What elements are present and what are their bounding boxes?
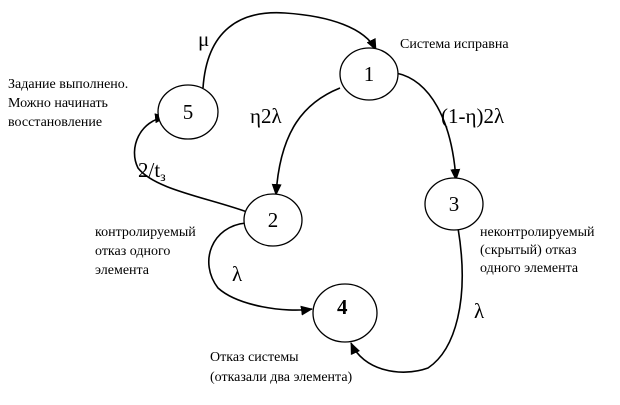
caption-state-4-line-1: Отказ системы	[210, 350, 299, 365]
rate-2-to-5: 2/tз	[138, 158, 166, 185]
state-2-circle	[243, 193, 303, 247]
rate-2-to-5-main: 2/t	[138, 158, 160, 182]
state-5: 5	[157, 84, 219, 140]
state-3-number: 3	[449, 192, 460, 216]
caption-state-3-line-2: (скрытый) отказ	[480, 243, 577, 258]
state-4: 4	[312, 283, 378, 343]
edge-2-to-4	[208, 222, 313, 316]
rate-2-to-4: λ	[232, 262, 243, 286]
edge-5-to-1	[202, 11, 377, 89]
state-4-number: 4	[337, 295, 348, 319]
edge-3-to-4	[350, 227, 463, 373]
caption-state-2-line-2: отказ одного	[95, 244, 170, 259]
caption-state-3: неконтролируемый (скрытый) отказ одного …	[480, 225, 598, 276]
state-3-circle	[424, 177, 484, 231]
state-2: 2	[243, 193, 303, 247]
state-2-number: 2	[268, 208, 279, 232]
caption-state-2-line-3: элемента	[95, 263, 150, 278]
rate-2-to-5-subscript: з	[160, 170, 166, 185]
caption-state-2: контролируемый отказ одного элемента	[95, 225, 199, 278]
caption-state-3-line-3: одного элемента	[480, 261, 579, 276]
state-1: 1	[339, 47, 399, 101]
edge-1-to-2	[271, 87, 341, 196]
state-5-number: 5	[183, 100, 194, 124]
caption-state-5: Задание выполнено. Можно начинать восста…	[8, 77, 132, 130]
rate-1-to-2: η2λ	[250, 104, 282, 128]
state-1-circle	[339, 47, 399, 101]
caption-state-5-line-3: восстановление	[8, 115, 102, 130]
caption-state-2-line-1: контролируемый	[95, 225, 196, 240]
rate-5-to-1: μ	[198, 27, 209, 51]
caption-state-4-line-2: (отказали два элемента)	[210, 370, 353, 385]
edge-2-to-5	[133, 113, 251, 214]
caption-state-1: Система исправна	[400, 37, 509, 52]
caption-state-5-line-2: Можно начинать	[8, 96, 108, 111]
edge-1-to-3	[395, 72, 461, 181]
state-3: 3	[424, 177, 484, 231]
state-5-circle	[157, 84, 219, 140]
caption-state-3-line-1: неконтролируемый	[480, 225, 595, 240]
state-1-number: 1	[364, 62, 375, 86]
caption-state-5-line-1: Задание выполнено.	[8, 77, 128, 92]
rate-3-to-4: λ	[474, 299, 485, 323]
caption-state-4: Отказ системы (отказали два элемента)	[210, 350, 353, 385]
rate-1-to-3: (1-η)2λ	[441, 104, 505, 128]
state-4-circle	[312, 283, 378, 343]
